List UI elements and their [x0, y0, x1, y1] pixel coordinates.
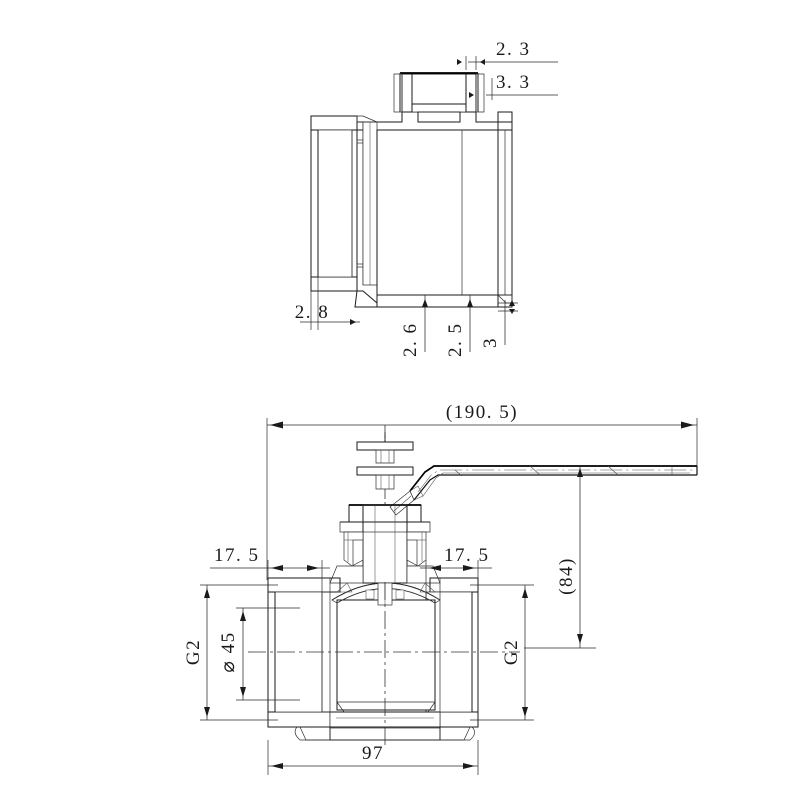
- dimension-label-2-3: 2. 3: [496, 39, 531, 60]
- dimension-97: 97: [267, 740, 479, 775]
- dimension-g2-right: G2: [470, 584, 534, 721]
- dimension-label-17-5-left: 17. 5: [214, 545, 260, 566]
- dimension-label-2-6: 2. 6: [400, 323, 421, 358]
- dimension-label-g2-left: G2: [183, 639, 204, 665]
- left-socket-section: [311, 116, 364, 291]
- dimension-190-5: (190. 5): [266, 402, 698, 580]
- dimension-label-diameter-45: ⌀ 45: [218, 631, 239, 672]
- dimension-84: (84): [524, 466, 596, 649]
- mid-collar-section: [355, 115, 377, 307]
- dimension-label-3: 3: [480, 337, 501, 348]
- dimension-label-17-5-right: 17. 5: [444, 545, 490, 566]
- dimension-label-190-5: (190. 5): [446, 402, 518, 423]
- body-barrel-section: [377, 122, 498, 307]
- dimension-17-5-right: 17. 5: [420, 545, 492, 592]
- dimension-label-2-5: 2. 5: [445, 323, 466, 358]
- top-detail-view: 2. 3 3. 3 2. 8 2. 6 2. 5: [295, 39, 558, 357]
- dimension-2-8: 2. 8: [295, 277, 360, 330]
- dimension-2-3: 2. 3: [457, 39, 558, 70]
- dimension-diameter-45: ⌀ 45: [218, 607, 300, 701]
- stem-knurled-discs: [357, 425, 413, 505]
- dimension-label-3-3: 3. 3: [496, 72, 531, 93]
- dimension-17-5-left: 17. 5: [210, 545, 330, 592]
- right-socket-section: [497, 112, 512, 307]
- bottom-assembly-view: (190. 5): [183, 402, 698, 775]
- dimension-label-97: 97: [362, 743, 384, 764]
- dimension-label-g2-right: G2: [501, 639, 522, 665]
- dimension-g2-left: G2: [183, 584, 278, 721]
- dimension-2-5: 2. 5: [445, 295, 473, 357]
- dimension-3-3: 3. 3: [469, 72, 558, 100]
- dimension-label-84: (84): [556, 557, 577, 595]
- dimension-3: 3: [480, 300, 518, 348]
- lever-handle: [389, 465, 698, 516]
- dimension-2-6: 2. 6: [400, 295, 428, 357]
- dimension-label-2-8: 2. 8: [295, 302, 330, 323]
